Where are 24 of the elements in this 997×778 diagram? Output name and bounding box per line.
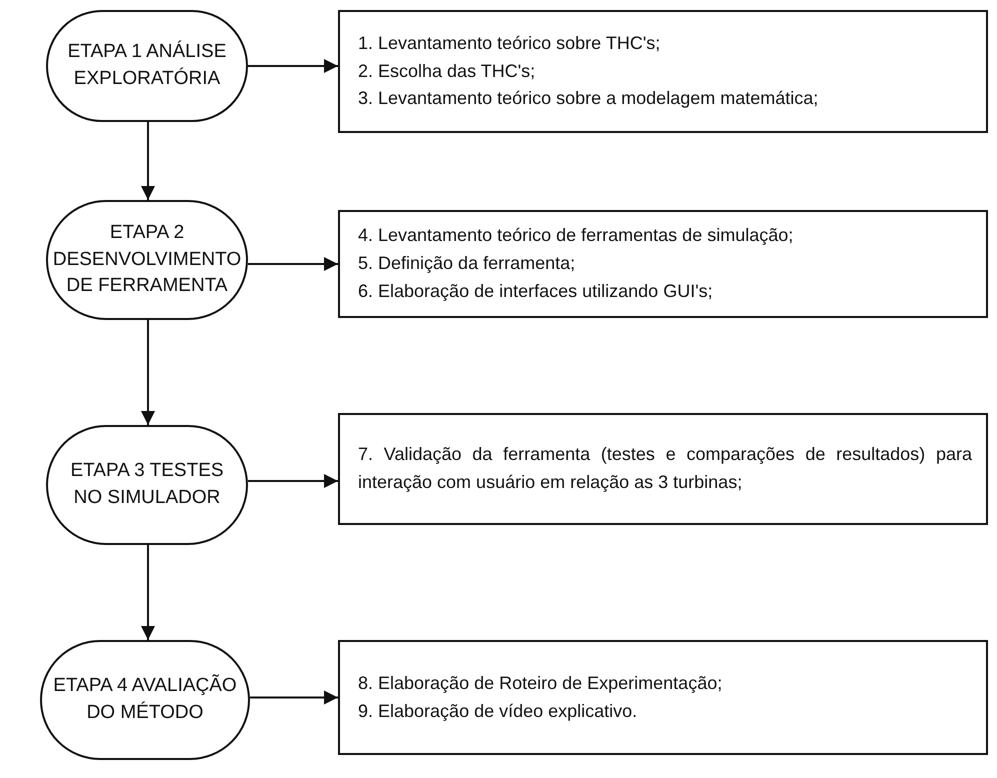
task-item: 5. Definição da ferramenta; (358, 252, 576, 276)
stage-title: ETAPA 3 TESTES NO SIMULADOR (69, 459, 225, 510)
arrow (141, 122, 155, 200)
task-item: 9. Elaboração de vídeo explicativo. (358, 700, 638, 723)
stage-title: ETAPA 2 DESENVOLVIMENTO DE FERRAMENTA (52, 221, 242, 298)
arrow (141, 545, 155, 640)
task-item: 8. Elaboração de Roteiro de Experimentação; (358, 672, 724, 695)
task-item: 3. Levantamento teórico sobre a modelagem matemática; (358, 87, 820, 110)
task-item: 1. Levantamento teórico sobre THC's; (358, 32, 662, 55)
task-box (338, 413, 988, 525)
stage-title: ETAPA 4 AVALIAÇÃO DO MÉTODO (52, 673, 238, 725)
task-box (338, 210, 988, 318)
task-item: 7. Validação da ferramenta (testes e comparações de resultados) para interação com usuário em relação as 3 turbinas; (358, 443, 972, 494)
arrow (248, 474, 338, 488)
task-item: 2. Escolha das THC's; (358, 60, 536, 83)
arrow (248, 257, 338, 271)
task-box (338, 640, 988, 755)
task-box (338, 10, 988, 133)
task-item: 6. Elaboração de interfaces utilizando GUI's; (358, 280, 714, 303)
arrow (248, 59, 338, 73)
arrow (250, 690, 338, 704)
task-item: 4. Levantamento teórico de ferramentas de simulação; (358, 224, 794, 248)
stage-title: ETAPA 1 ANÁLISE EXPLORATÓRIA (66, 40, 228, 91)
arrow (141, 320, 155, 425)
